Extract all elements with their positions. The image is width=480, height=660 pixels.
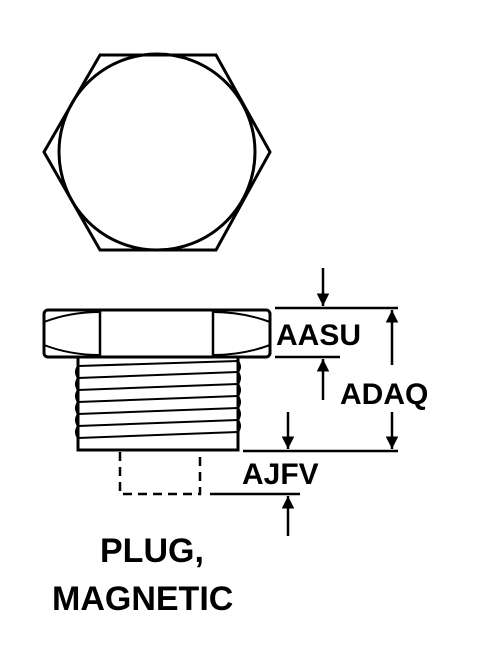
magnet-tip-hidden: [118, 452, 202, 496]
thread-crests-left: [75, 365, 80, 439]
thread-crests-right: [236, 360, 241, 433]
thread-lines: [77, 360, 239, 439]
hex-head: [42, 308, 272, 359]
dimension-lines: [210, 268, 399, 536]
side-view: [42, 308, 272, 496]
threaded-body: [76, 355, 240, 452]
hex-inscribed-circle: [57, 52, 257, 252]
dimension-label-ajfv: AJFV: [242, 458, 319, 491]
caption-line-1: PLUG,: [100, 532, 204, 570]
top-view: [42, 52, 272, 252]
caption-line-2: MAGNETIC: [52, 580, 233, 618]
hex-head-chamfer: [43, 311, 271, 356]
dimension-label-adaq: ADAQ: [340, 378, 428, 411]
hex-outline: [42, 53, 272, 252]
dimension-label-aasu: AASU: [276, 319, 361, 352]
